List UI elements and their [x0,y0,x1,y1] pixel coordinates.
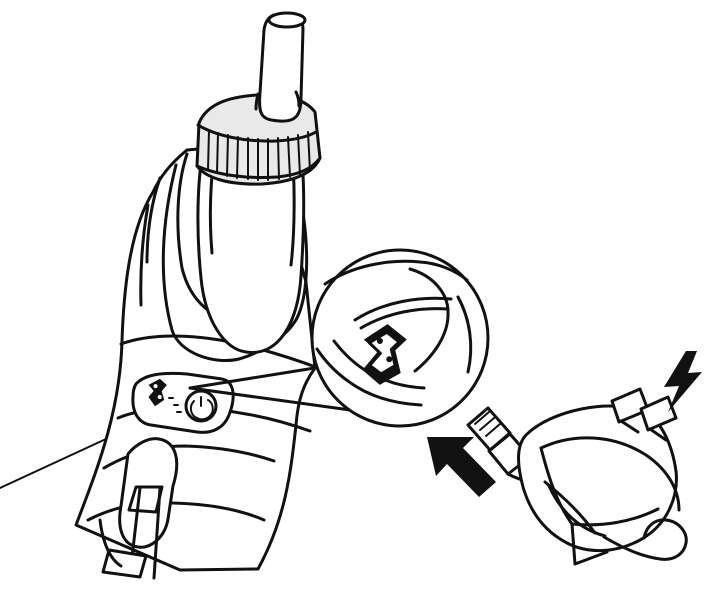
power-button-icon [184,389,218,423]
lightning-bolt-icon [664,351,702,412]
insert-arrow-icon [427,437,496,497]
charging-port-enlarged [362,324,407,385]
vacuum-body-icon [74,11,323,580]
charging-port-icon [148,378,167,407]
wall-charger-icon [517,387,688,566]
